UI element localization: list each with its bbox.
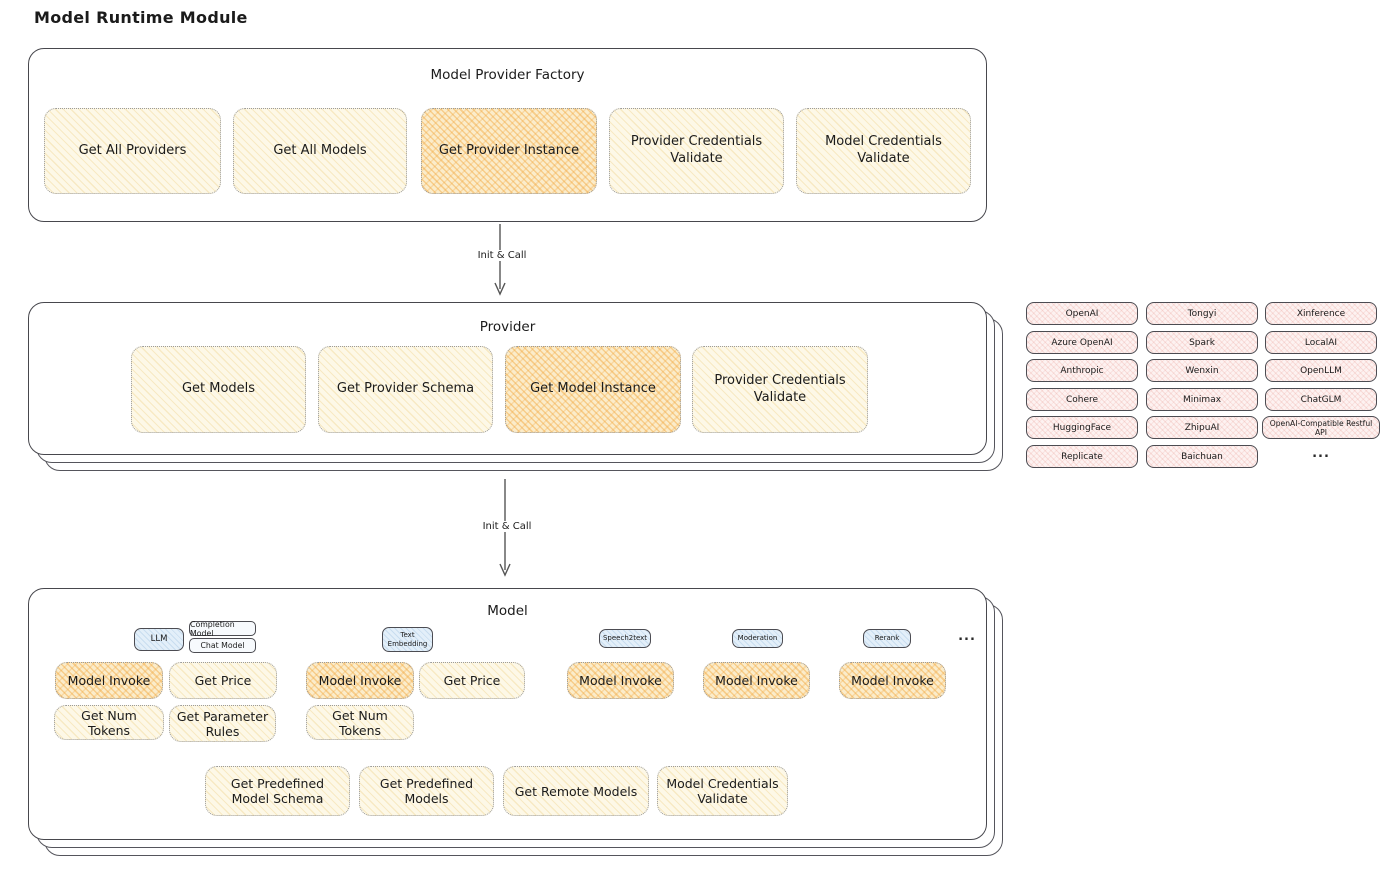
chip-spark: Spark <box>1146 331 1258 354</box>
page-title: Model Runtime Module <box>34 8 248 27</box>
chips-more-ellipsis: ... <box>1312 446 1330 461</box>
tag-text-embedding: Text Embedding <box>382 627 433 652</box>
node-moderation-model-invoke: Model Invoke <box>703 662 810 699</box>
provider-box: Provider Get Models Get Provider Schema … <box>28 302 987 455</box>
node-get-all-providers: Get All Providers <box>44 108 221 194</box>
chip-xinference: Xinference <box>1265 302 1377 325</box>
model-types-more-ellipsis: ... <box>958 629 976 644</box>
node-model-credentials-validate: Model Credentials Validate <box>796 108 971 194</box>
node-speech2text-model-invoke: Model Invoke <box>567 662 674 699</box>
node-get-provider-instance: Get Provider Instance <box>421 108 597 194</box>
node-get-models: Get Models <box>131 346 306 433</box>
node-get-provider-schema: Get Provider Schema <box>318 346 493 433</box>
node-embedding-get-num-tokens: Get Num Tokens <box>306 705 414 740</box>
init-call-arrow-1 <box>494 224 506 296</box>
tag-completion-model: Completion Model <box>189 620 256 638</box>
node-llm-get-num-tokens: Get Num Tokens <box>54 705 164 740</box>
chip-tongyi: Tongyi <box>1146 302 1258 325</box>
tag-chat-model: Chat Model <box>189 638 256 653</box>
node-get-model-instance: Get Model Instance <box>505 346 681 433</box>
chip-openai-compatible: OpenAI-Compatible Restful API <box>1262 416 1380 439</box>
node-llm-model-invoke: Model Invoke <box>55 662 163 699</box>
node-model-credentials-validate-2: Model Credentials Validate <box>657 766 788 816</box>
chip-anthropic: Anthropic <box>1026 359 1138 382</box>
node-get-predefined-model-schema: Get Predefined Model Schema <box>205 766 350 816</box>
chip-wenxin: Wenxin <box>1146 359 1258 382</box>
tag-speech2text: Speech2text <box>599 629 651 648</box>
chip-baichuan: Baichuan <box>1146 445 1258 468</box>
chip-zhipuai: ZhipuAI <box>1146 416 1258 439</box>
node-embedding-model-invoke: Model Invoke <box>306 662 414 699</box>
node-rerank-model-invoke: Model Invoke <box>839 662 946 699</box>
chip-minimax: Minimax <box>1146 388 1258 411</box>
factory-title: Model Provider Factory <box>430 67 585 83</box>
factory-box: Model Provider Factory Get All Providers… <box>28 48 987 222</box>
chip-huggingface: HuggingFace <box>1026 416 1138 439</box>
node-llm-get-price: Get Price <box>169 662 277 699</box>
node-get-predefined-models: Get Predefined Models <box>359 766 494 816</box>
chip-openai: OpenAI <box>1026 302 1138 325</box>
provider-title: Provider <box>479 319 536 335</box>
chip-chatglm: ChatGLM <box>1265 388 1377 411</box>
node-provider-credentials-validate-2: Provider Credentials Validate <box>692 346 868 433</box>
model-box: Model LLM Completion Model Chat Model Te… <box>28 588 987 840</box>
node-llm-get-parameter-rules: Get Parameter Rules <box>169 705 276 742</box>
chip-replicate: Replicate <box>1026 445 1138 468</box>
chip-openllm: OpenLLM <box>1265 359 1377 382</box>
tag-llm: LLM <box>134 628 184 651</box>
init-call-label-2: Init & Call <box>469 521 545 532</box>
model-title: Model <box>487 603 528 619</box>
chip-azure-openai: Azure OpenAI <box>1026 331 1138 354</box>
init-call-label-1: Init & Call <box>464 250 540 261</box>
tag-moderation: Moderation <box>732 629 783 648</box>
chip-localai: LocalAI <box>1265 331 1377 354</box>
node-embedding-get-price: Get Price <box>419 662 525 699</box>
node-get-all-models: Get All Models <box>233 108 407 194</box>
node-provider-credentials-validate: Provider Credentials Validate <box>609 108 784 194</box>
node-get-remote-models: Get Remote Models <box>503 766 649 816</box>
chip-cohere: Cohere <box>1026 388 1138 411</box>
tag-rerank: Rerank <box>863 629 911 648</box>
